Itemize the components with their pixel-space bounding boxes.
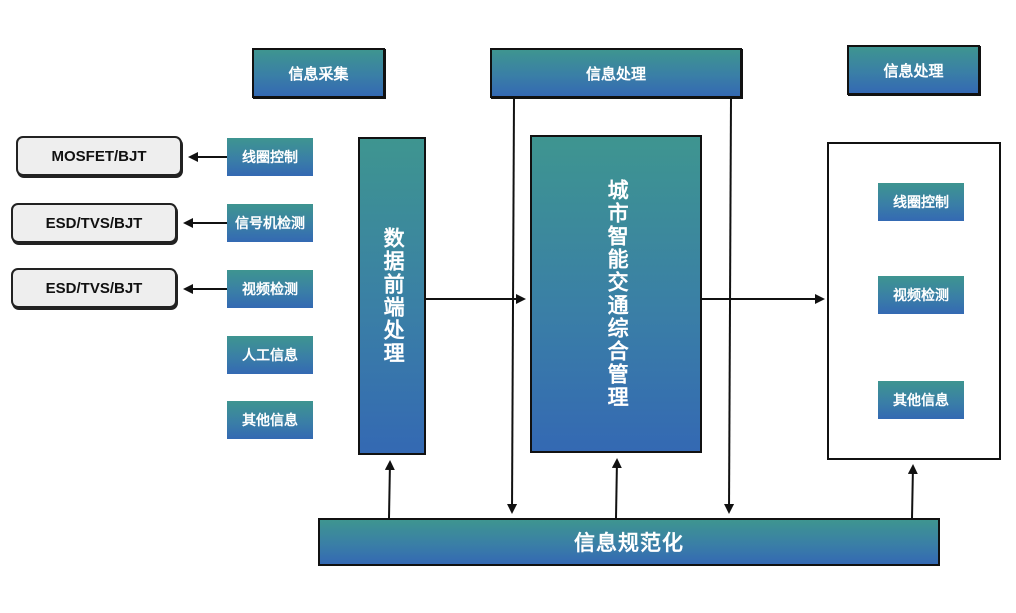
- output-other-info: 其他信息: [878, 381, 964, 419]
- central-management-box: 城市智能交通综合管理: [530, 135, 702, 453]
- info-normalization-bar: 信息规范化: [318, 518, 940, 566]
- header-info-processing-right: 信息处理: [847, 45, 980, 95]
- input-coil-control: 线圈控制: [227, 138, 313, 176]
- input-manual-info: 人工信息: [227, 336, 313, 374]
- arrow-bar-to-output: [907, 464, 918, 519]
- header-info-processing-center: 信息处理: [490, 48, 742, 98]
- input-signal-detection: 信号机检测: [227, 204, 313, 242]
- arrow-bar-to-frontend: [384, 460, 395, 519]
- input-video-detection: 视频检测: [227, 270, 313, 308]
- device-box-2: ESD/TVS/BJT: [11, 203, 177, 243]
- device-box-1: MOSFET/BJT: [16, 136, 182, 176]
- output-video-detection: 视频检测: [878, 276, 964, 314]
- front-end-processing-box: 数据前端处理: [358, 137, 426, 455]
- device-box-3: ESD/TVS/BJT: [11, 268, 177, 308]
- arrow-bar-to-center: [611, 458, 622, 519]
- arrow-header-left-down: [507, 97, 518, 514]
- output-coil-control: 线圈控制: [878, 183, 964, 221]
- arrow-header-right-down: [724, 97, 735, 514]
- input-other-info: 其他信息: [227, 401, 313, 439]
- header-info-collection: 信息采集: [252, 48, 385, 98]
